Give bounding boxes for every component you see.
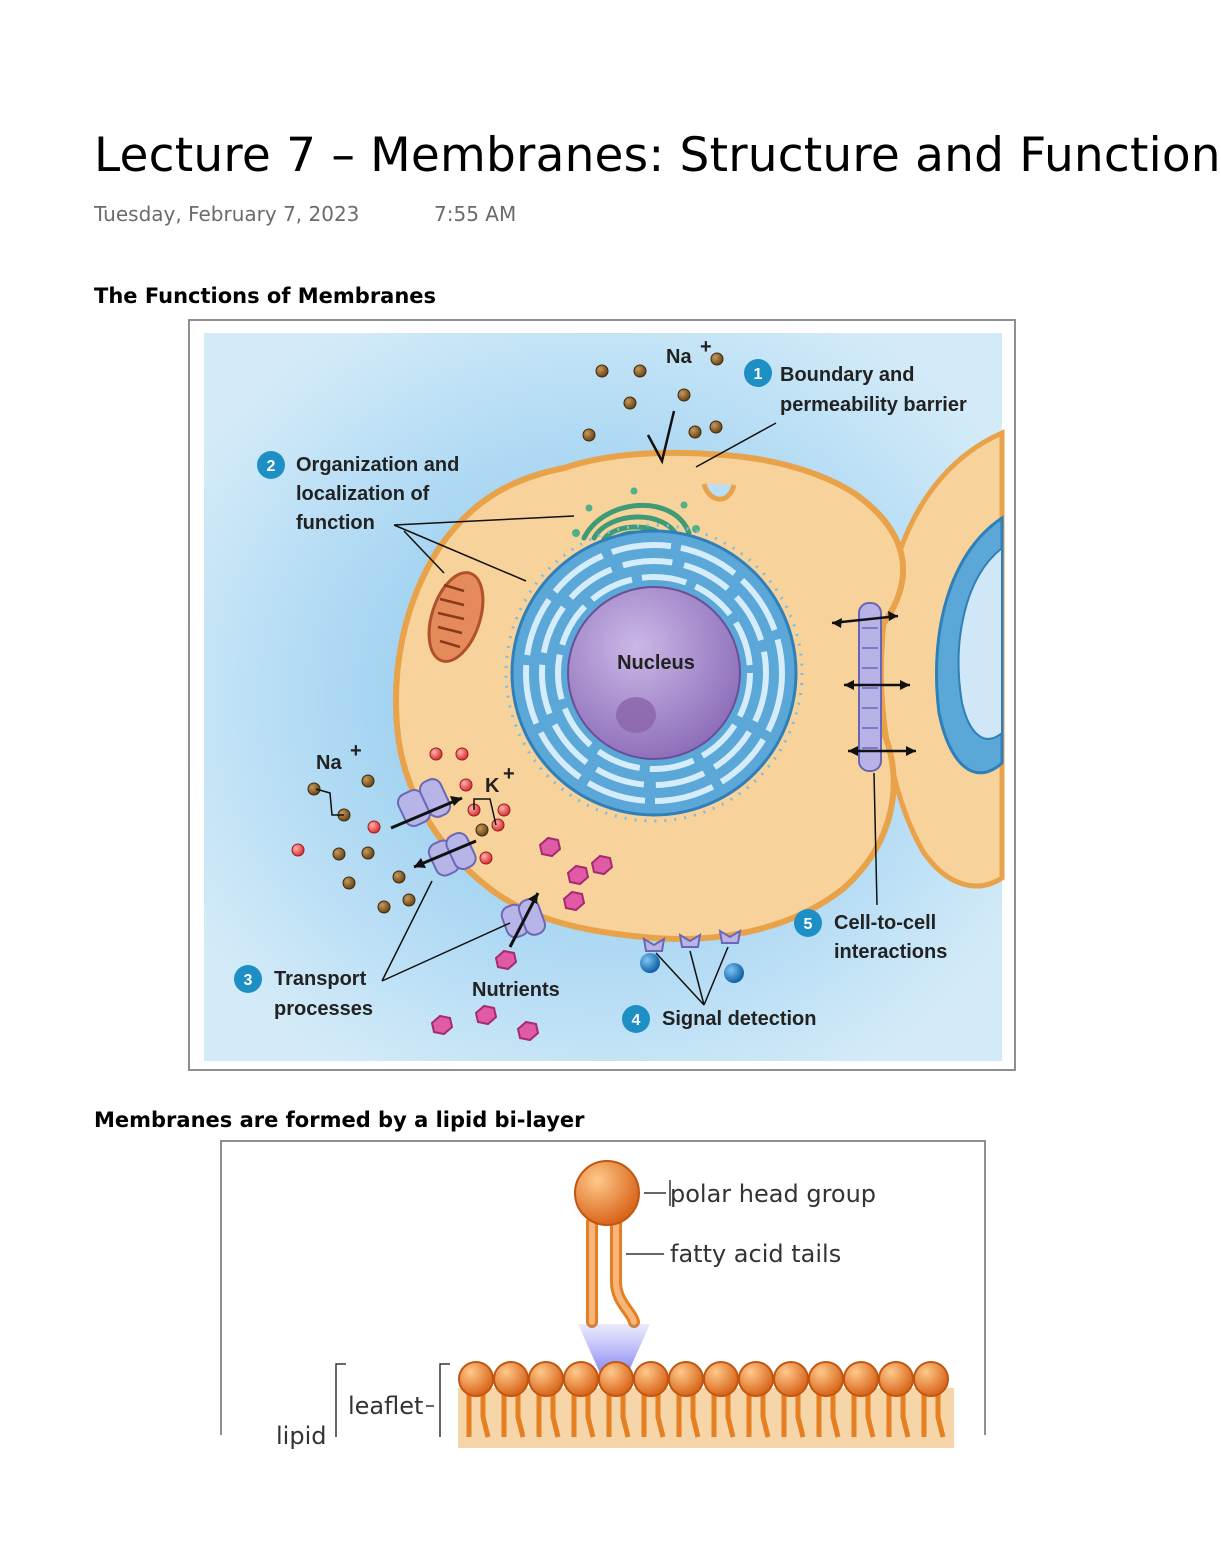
nucleolus — [616, 697, 656, 733]
highlight-beam — [578, 1324, 650, 1382]
svg-text:5: 5 — [804, 916, 813, 933]
lipid-head — [913, 1361, 949, 1397]
transport-label-line2: processes — [274, 998, 373, 1020]
lipid-head — [773, 1361, 809, 1397]
signal-receptors — [642, 929, 742, 952]
membrane-functions-figure: Nucleus Na + 1 Boundary and permeability… — [188, 319, 1016, 1071]
lipid-tail — [795, 1392, 806, 1438]
nutrients-label: Nutrients — [472, 979, 560, 1001]
signal-molecule — [724, 963, 744, 983]
badge-4 — [622, 1005, 650, 1033]
lipid-tail — [515, 1392, 526, 1438]
lipid-tail — [830, 1392, 841, 1438]
lipid-head — [808, 1361, 844, 1397]
signal-label: Signal detection — [662, 1008, 816, 1030]
lipid-label: lipid — [276, 1422, 326, 1450]
lipid-tail — [480, 1392, 491, 1438]
fatty-acid-tails-label: fatty acid tails — [670, 1240, 841, 1268]
lipid-tail — [620, 1392, 631, 1438]
lipid-tail — [585, 1392, 596, 1438]
mitochondrion — [427, 571, 485, 663]
lipid-head — [528, 1361, 564, 1397]
lipid-head — [843, 1361, 879, 1397]
organization-label-line1: Organization and — [296, 454, 459, 476]
cell-junction — [831, 602, 916, 906]
lipid-bilayer-illustration: polar head group fatty acid tails leafle… — [276, 1160, 954, 1450]
svg-text:1: 1 — [754, 366, 763, 383]
k-label: K — [485, 775, 500, 797]
polar-head-label: polar head group — [670, 1180, 876, 1208]
nutrient-molecules — [430, 836, 614, 1042]
lipid-head — [668, 1361, 704, 1397]
signal-molecule — [640, 953, 660, 973]
svg-text:4: 4 — [632, 1012, 641, 1029]
lipid-head — [878, 1361, 914, 1397]
lipid-head — [738, 1361, 774, 1397]
lipid-head — [563, 1361, 599, 1397]
phospholipid-molecule — [574, 1160, 640, 1328]
cell-interactions-label-line1: Cell-to-cell — [834, 912, 936, 934]
organization-label-line3: function — [296, 512, 375, 534]
page-title: Lecture 7 – Membranes: Structure and Fun… — [94, 128, 1221, 183]
nucleus-label: Nucleus — [617, 652, 695, 674]
na-left-label: Na — [316, 752, 342, 774]
note-date: Tuesday, February 7, 2023 — [94, 202, 360, 226]
svg-text:+: + — [503, 763, 515, 785]
note-time: 7:55 AM — [434, 202, 517, 226]
transport-proteins — [396, 778, 547, 939]
lipid-tail — [690, 1392, 701, 1438]
badge-3 — [234, 965, 262, 993]
leaflet-label: leaflet — [348, 1392, 423, 1420]
transport-label-line1: Transport — [274, 968, 367, 990]
organization-label-line2: localization of — [296, 483, 430, 505]
badge-2 — [257, 451, 285, 479]
section-heading-functions: The Functions of Membranes — [94, 284, 437, 308]
lipid-tail — [725, 1392, 736, 1438]
k-ions — [291, 747, 511, 865]
bilayer-heads — [458, 1361, 949, 1438]
lipid-bilayer-figure: polar head group fatty acid tails leafle… — [220, 1140, 986, 1450]
na-ions-left — [307, 774, 489, 914]
na-top-plus: + — [700, 336, 712, 358]
lipid-tail — [865, 1392, 876, 1438]
boundary-label-line2: permeability barrier — [780, 394, 967, 416]
lipid-head — [598, 1361, 634, 1397]
membrane-functions-illustration: Nucleus Na + 1 Boundary and permeability… — [204, 333, 1005, 1061]
lipid-head — [493, 1361, 529, 1397]
nucleus — [567, 586, 741, 760]
svg-text:2: 2 — [267, 458, 276, 475]
badge-1 — [744, 359, 772, 387]
cell-interactions-label-line2: interactions — [834, 941, 947, 963]
svg-text:+: + — [350, 740, 362, 762]
lipid-tail — [760, 1392, 771, 1438]
section-heading-bilayer: Membranes are formed by a lipid bi-layer — [94, 1108, 585, 1132]
svg-text:3: 3 — [244, 972, 253, 989]
boundary-label-line1: Boundary and — [780, 364, 914, 386]
lipid-head — [633, 1361, 669, 1397]
na-ions-top — [582, 352, 724, 442]
lipid-tail — [900, 1392, 911, 1438]
lipid-head — [703, 1361, 739, 1397]
lipid-tail — [655, 1392, 666, 1438]
lipid-head — [458, 1361, 494, 1397]
lipid-tail — [935, 1392, 946, 1438]
barrier-check-arrow — [646, 410, 676, 465]
na-top-label: Na — [666, 346, 692, 368]
lipid-tail — [550, 1392, 561, 1438]
badge-5 — [794, 909, 822, 937]
